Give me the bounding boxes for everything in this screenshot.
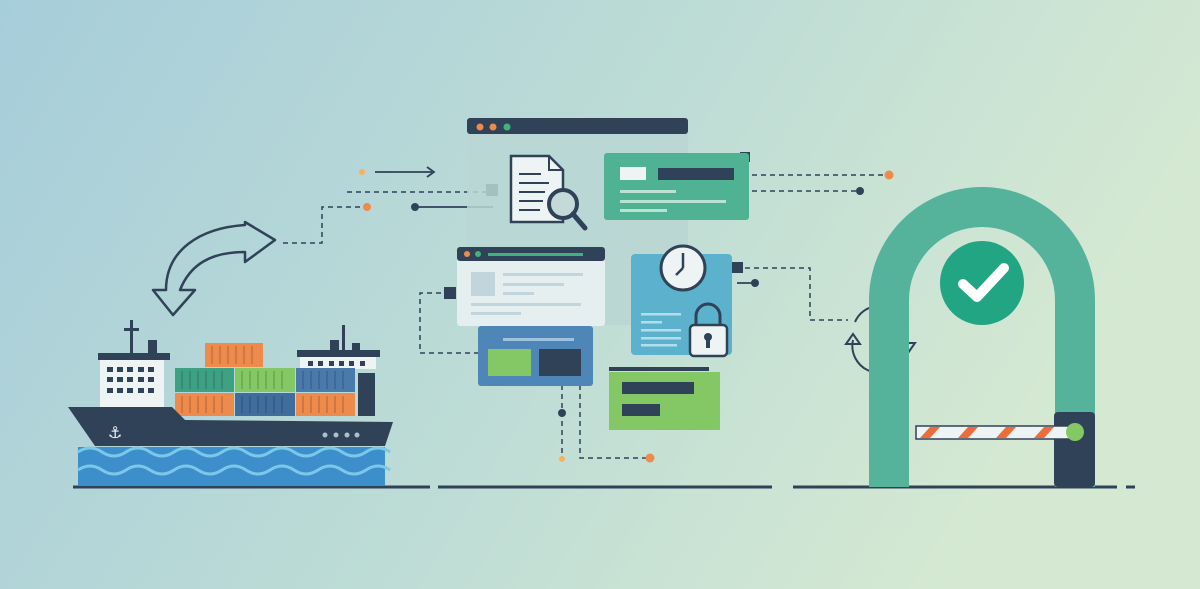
connector-lines [283,174,890,460]
boom-barrier-icon [915,412,1095,487]
green-card [609,367,720,430]
checkmark-icon [940,241,1024,325]
svg-text:⚓: ⚓ [108,423,122,442]
cargo-ship-icon: ⚓ [68,320,393,486]
document-search-icon [509,154,588,231]
padlock-icon [688,302,729,358]
clock-icon [659,244,707,292]
teal-info-card [604,153,749,220]
blue-panel [478,326,593,386]
curved-transfer-arrow-icon [151,220,277,317]
browser-panel [457,247,605,326]
